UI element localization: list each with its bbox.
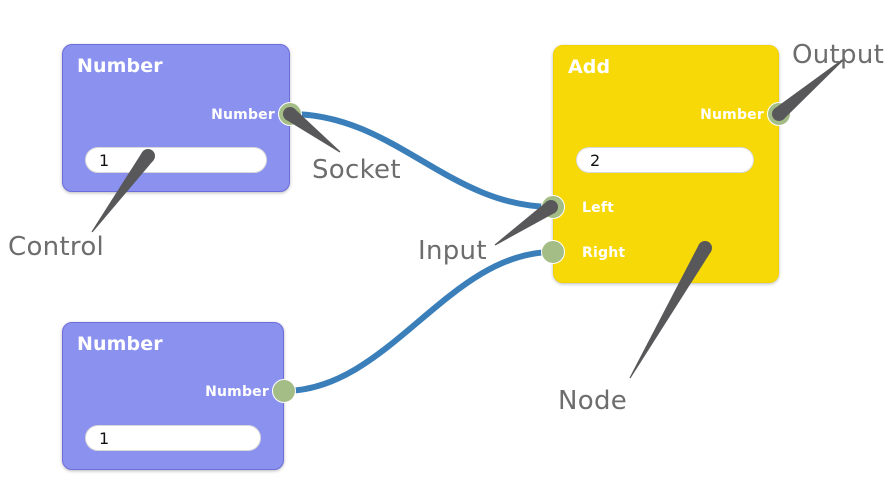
output-port-label: Number — [700, 107, 764, 123]
node-title: Add — [568, 56, 611, 78]
output-port-row: Number — [205, 382, 269, 402]
number-control-input[interactable]: 1 — [85, 425, 261, 451]
node-title: Number — [77, 333, 163, 355]
annotation-control: Control — [8, 232, 105, 262]
socket[interactable] — [272, 379, 296, 403]
connection-conn-bottom-to-right[interactable] — [281, 249, 556, 394]
input-port-label: Left — [582, 200, 614, 216]
number-control-input[interactable]: 1 — [85, 147, 267, 173]
output-port-label: Number — [211, 107, 275, 123]
number-control-input[interactable]: 2 — [576, 147, 754, 173]
socket[interactable] — [541, 240, 565, 264]
annotation-socket: Socket — [312, 155, 401, 185]
input-port-row: Right — [582, 243, 625, 263]
socket[interactable] — [767, 102, 791, 126]
annotation-output: Output — [792, 40, 885, 70]
output-port-row: Number — [700, 105, 764, 125]
annotation-input: Input — [418, 236, 487, 266]
node-title: Number — [77, 55, 163, 77]
input-port-row: Left — [582, 198, 614, 218]
socket[interactable] — [541, 195, 565, 219]
input-port-label: Right — [582, 245, 626, 261]
annotation-node: Node — [558, 386, 628, 416]
socket[interactable] — [278, 102, 302, 126]
output-port-label: Number — [205, 384, 269, 400]
output-port-row: Number — [211, 105, 275, 125]
